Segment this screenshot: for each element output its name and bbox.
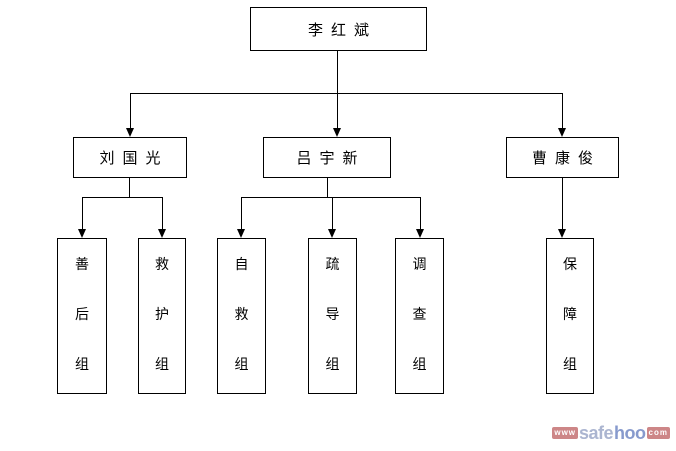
watermark-www: www [552,427,579,439]
node-shudao-group: 疏导组 [308,238,357,394]
connector-root-stub [337,51,338,93]
node-root-label: 李红斌 [307,22,377,39]
connector-drop-zijiu [241,197,242,230]
connector-lv-stub [327,178,328,198]
node-baozhang-group-label: 保障组 [562,258,577,373]
connector-cao-stub [562,178,563,230]
node-shanhou-group-label: 善后组 [74,258,89,373]
node-shanhou-group: 善后组 [57,238,107,394]
node-jiuhu-group-label: 救护组 [154,258,169,373]
connector-root-bar [130,93,563,94]
connector-drop-cao [562,93,563,129]
arrowhead-baozhang [558,229,566,238]
node-baozhang-group: 保障组 [546,238,594,394]
watermark-safe: safe [579,423,614,443]
connector-drop-shanhou [82,197,83,230]
arrowhead-lv [333,128,341,137]
node-diaocha-group: 调查组 [395,238,444,394]
node-liu-guoguang: 刘国光 [73,137,187,178]
connector-liu-bar [82,197,163,198]
arrowhead-diaocha [416,229,424,238]
connector-drop-jiuhu [162,197,163,230]
node-root: 李红斌 [250,7,427,51]
safehoo-watermark: www safe hoo com [552,424,670,442]
connector-drop-lv [337,93,338,129]
connector-drop-liu [130,93,131,129]
connector-liu-stub [129,178,130,198]
arrowhead-jiuhu [158,229,166,238]
node-cao-kangjun-label: 曹康俊 [531,151,601,167]
node-lv-yuxin-label: 吕宇新 [296,151,366,167]
arrowhead-cao [558,128,566,137]
arrowhead-shanhou [78,229,86,238]
watermark-com: com [646,427,670,439]
node-lv-yuxin: 吕宇新 [263,137,391,178]
arrowhead-shudao [328,229,336,238]
connector-lv-bar [241,197,421,198]
node-zijiu-group-label: 自救组 [234,258,249,373]
node-jiuhu-group: 救护组 [138,238,186,394]
node-shudao-group-label: 疏导组 [325,258,340,373]
arrowhead-liu [126,128,134,137]
arrowhead-zijiu [237,229,245,238]
node-cao-kangjun: 曹康俊 [506,137,619,178]
node-diaocha-group-label: 调查组 [412,258,427,373]
node-liu-guoguang-label: 刘国光 [99,151,169,167]
connector-drop-shudao [332,197,333,230]
connector-drop-diaocha [420,197,421,230]
watermark-hoo: hoo [614,423,646,443]
node-zijiu-group: 自救组 [217,238,266,394]
